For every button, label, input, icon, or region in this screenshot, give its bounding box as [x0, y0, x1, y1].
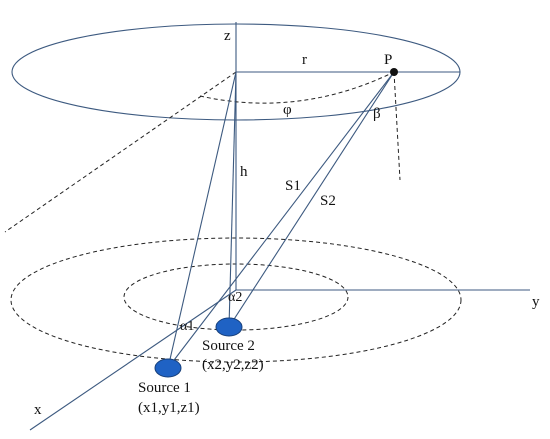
x-axis-label: x — [34, 402, 42, 418]
center-to-source2-line — [228, 71, 237, 328]
z-axis-label: z — [224, 28, 231, 44]
point-p-marker — [390, 68, 398, 76]
y-axis-label: y — [532, 294, 540, 310]
source-1-coords: (x1,y1,z1) — [138, 400, 200, 416]
projection-dashed-line — [4, 71, 237, 233]
s1-line — [167, 71, 395, 369]
source-2-coords: (x2,y2,z2) — [202, 357, 264, 373]
alpha-2-label: α2 — [228, 290, 242, 305]
s2-line — [228, 71, 395, 328]
azimuth-label: φ — [283, 102, 292, 118]
source-1-marker — [154, 358, 182, 378]
azimuth-arc — [199, 71, 395, 104]
beta-label: β — [373, 106, 381, 122]
point-p-label: P — [384, 52, 392, 68]
s1-label: S1 — [285, 178, 301, 194]
source-2-name: Source 2 — [202, 338, 255, 354]
center-to-source1-line — [167, 71, 237, 369]
source-1-name: Source 1 — [138, 380, 191, 396]
alpha-1-label: α1 — [180, 319, 194, 334]
x-axis-line — [29, 289, 237, 431]
source-2-marker — [215, 317, 243, 337]
height-label: h — [240, 164, 248, 180]
radius-label: r — [302, 52, 307, 68]
p-vertical-dashed — [393, 71, 401, 181]
s2-label: S2 — [320, 193, 336, 209]
